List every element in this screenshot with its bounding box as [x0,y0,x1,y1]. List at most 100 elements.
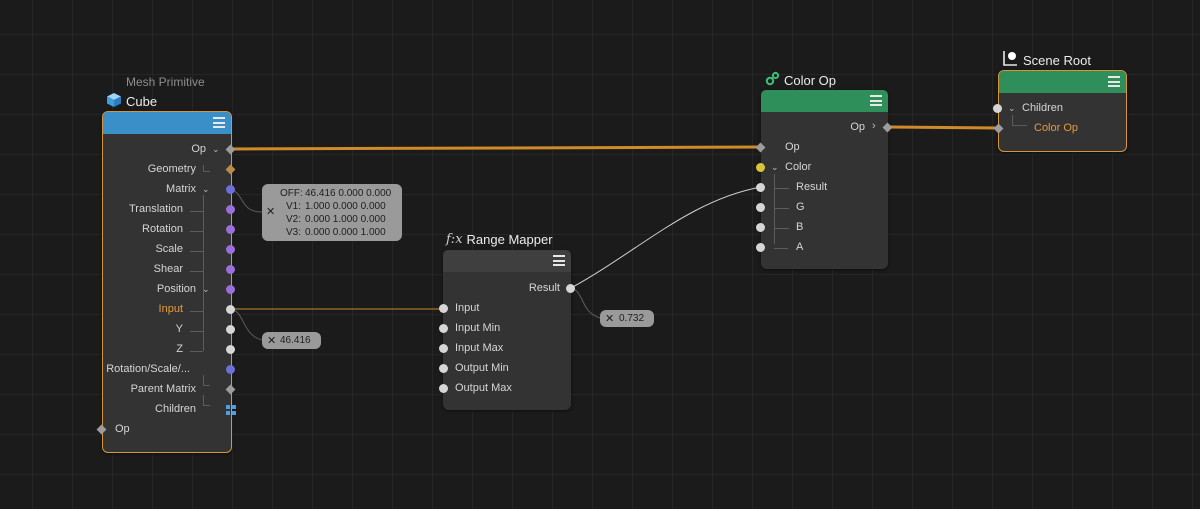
range-mapper-result-port[interactable]: Result [528,282,560,294]
cube-port-op-in[interactable]: Op [115,423,130,435]
hierarchy-line [190,325,203,332]
hierarchy-line [774,174,776,244]
function-fx-icon: f:x [446,232,463,247]
cube-port-parent-matrix[interactable]: Parent Matrix [130,383,196,395]
matrix-row-key: V3: [285,227,301,238]
cube-z-connector[interactable] [226,345,235,354]
color-op-header[interactable] [761,90,888,112]
matrix-value-tooltip: ✕ OFF:46.416 0.000 0.000 V1:1.000 0.000 … [262,184,402,241]
hierarchy-line [203,165,210,172]
range-mapper-output-max-port[interactable]: Output Max [455,382,512,394]
color-op-result-port[interactable]: Result [796,181,828,193]
scene-root-children-connector[interactable] [993,104,1002,113]
range-mapper-output-max-connector[interactable] [439,384,448,393]
cube-position-connector[interactable] [226,285,235,294]
cube-node-header[interactable] [103,112,231,134]
chevron-down-icon[interactable]: ⌄ [771,162,779,172]
cube-port-z[interactable]: Z [176,343,183,355]
color-op-color-port[interactable]: Color [785,161,812,173]
hierarchy-line [190,265,203,272]
color-op-color-connector[interactable] [756,163,765,172]
matrix-row-value: 46.416 0.000 0.000 [305,188,392,199]
cube-rotation-scale-connector[interactable] [226,365,235,374]
scene-root-icon [1002,50,1019,70]
cube-shear-connector[interactable] [226,265,235,274]
cube-rotation-connector[interactable] [226,225,235,234]
scene-root-title[interactable]: Scene Root [1002,50,1091,70]
cube-translation-connector[interactable] [226,205,235,214]
cube-input-connector[interactable] [226,305,235,314]
scene-root-colorop-port[interactable]: Color Op [1034,122,1079,134]
color-op-g-connector[interactable] [756,203,765,212]
hamburger-menu-icon[interactable] [553,255,565,266]
cube-node[interactable] [102,111,232,453]
range-mapper-input-max-connector[interactable] [439,344,448,353]
range-mapper-input-max-port[interactable]: Input Max [455,342,504,354]
cube-port-rotation[interactable]: Rotation [142,223,183,235]
color-op-op-port[interactable]: Op [785,141,800,153]
hamburger-menu-icon[interactable] [870,95,882,106]
hamburger-menu-icon[interactable] [1108,76,1120,87]
cube-port-geometry[interactable]: Geometry [147,163,196,175]
chevron-down-icon[interactable]: ⌄ [1008,103,1016,113]
color-op-g-port[interactable]: G [796,201,805,213]
range-mapper-header[interactable] [443,250,571,272]
cube-title-label: Cube [126,94,158,109]
scene-root-node[interactable] [998,70,1127,152]
cube-port-translation[interactable]: Translation [128,203,183,215]
color-op-title[interactable]: Color Op [765,71,836,89]
input-value-text: 46.416 [280,335,311,346]
close-icon[interactable]: ✕ [605,313,615,325]
close-icon[interactable]: ✕ [267,335,277,347]
leader-matrix-tip [230,188,263,213]
input-value-tooltip: ✕ 46.416 [262,332,321,349]
chevron-down-icon[interactable]: ⌄ [202,284,210,294]
cube-port-op[interactable]: Op [191,143,206,155]
hierarchy-line [203,395,210,406]
hierarchy-line [1012,115,1027,126]
cube-port-position[interactable]: Position [156,283,196,295]
range-mapper-output-min-port[interactable]: Output Min [455,362,509,374]
chevron-right-icon[interactable]: › [872,120,876,132]
color-op-a-connector[interactable] [756,243,765,252]
chevron-down-icon[interactable]: ⌄ [212,144,220,154]
gears-icon [765,71,780,89]
cube-port-scale[interactable]: Scale [155,243,183,255]
matrix-row-value: 0.000 0.000 1.000 [305,227,386,238]
range-mapper-input-port[interactable]: Input [455,302,480,314]
children-grid-icon[interactable] [226,405,236,415]
range-mapper-title[interactable]: f:x Range Mapper [446,232,553,247]
cube-port-rotation-scale[interactable]: Rotation/Scale/... [106,363,190,375]
color-op-node[interactable] [761,90,888,269]
wire-cube-op-to-colorop [230,145,762,151]
wire-result-to-colorop [570,186,762,289]
hierarchy-line [774,243,788,249]
scene-root-children-port[interactable]: Children [1022,102,1063,114]
cube-port-input[interactable]: Input [158,303,183,315]
hierarchy-line [190,245,203,252]
color-op-result-connector[interactable] [756,183,765,192]
cube-port-y[interactable]: Y [175,323,183,335]
result-value-text: 0.732 [619,313,645,324]
range-mapper-input-connector[interactable] [439,304,448,313]
cube-port-children[interactable]: Children [155,403,196,415]
cube-port-shear[interactable]: Shear [153,263,183,275]
range-mapper-node[interactable] [443,250,571,410]
cube-node-title[interactable]: Cube [106,92,157,111]
color-op-output-port[interactable]: Op [850,121,865,133]
close-icon[interactable]: ✕ [266,206,276,218]
cube-y-connector[interactable] [226,325,235,334]
scene-root-header[interactable] [999,71,1126,93]
range-mapper-input-min-connector[interactable] [439,324,448,333]
cube-port-matrix[interactable]: Matrix [166,183,196,195]
color-op-a-port[interactable]: A [796,241,804,253]
color-op-b-port[interactable]: B [796,221,804,233]
chevron-down-icon[interactable]: ⌄ [202,184,210,194]
hamburger-menu-icon[interactable] [213,117,225,128]
range-mapper-output-min-connector[interactable] [439,364,448,373]
cube-matrix-connector[interactable] [226,185,235,194]
range-mapper-input-min-port[interactable]: Input Min [455,322,501,334]
range-mapper-result-connector[interactable] [566,284,575,293]
color-op-b-connector[interactable] [756,223,765,232]
cube-scale-connector[interactable] [226,245,235,254]
